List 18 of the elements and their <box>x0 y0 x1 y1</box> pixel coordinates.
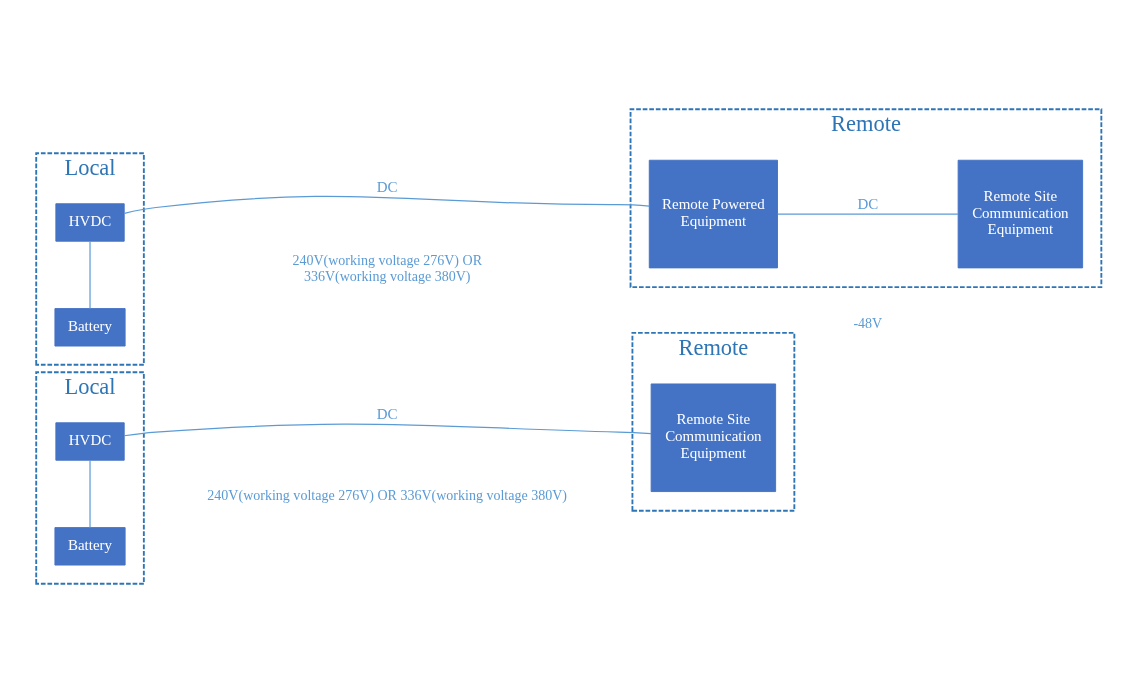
node-box: Remote Powered Equipment <box>648 159 778 268</box>
connector <box>123 195 650 214</box>
connector <box>123 422 652 436</box>
node-box: HVDC <box>55 421 125 461</box>
node-box: Remote Site Communication Equipment <box>957 159 1084 268</box>
node-box: Battery <box>54 307 126 346</box>
node-box: Battery <box>54 526 126 565</box>
node-box: Remote Site Communication Equipment <box>650 382 777 492</box>
connector <box>776 212 959 215</box>
connector <box>89 459 91 528</box>
edge-label: DC <box>376 178 398 195</box>
label: 240V(working voltage 276V) OR 336V(working voltage 380V) <box>292 251 482 284</box>
label: 240V(working voltage 276V) OR 336V(working voltage 380V) <box>207 486 568 503</box>
node-box: HVDC <box>55 202 125 242</box>
connector <box>89 240 91 309</box>
edge-label: DC <box>857 195 879 212</box>
edge-label: DC <box>376 405 398 422</box>
label: -48V <box>853 314 883 331</box>
